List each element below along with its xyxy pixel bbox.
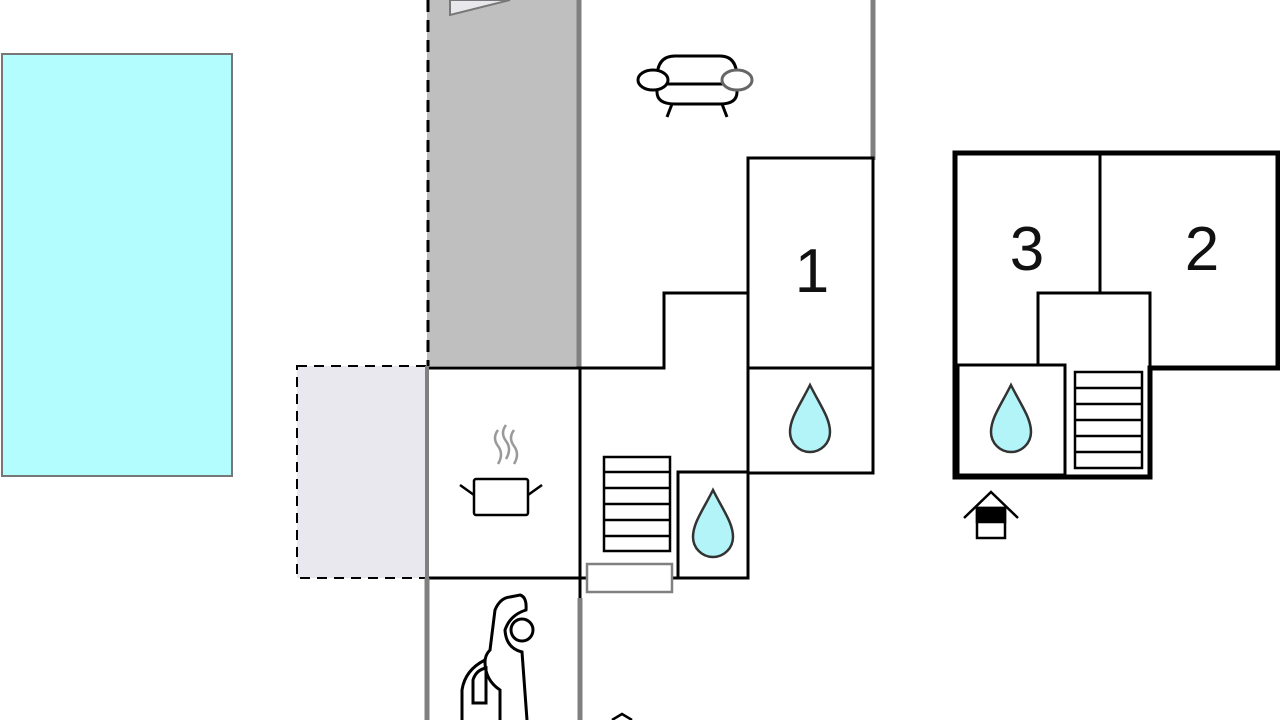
north-arrow-icon bbox=[611, 712, 633, 720]
stairs-icon bbox=[1073, 370, 1144, 470]
stairs-icon bbox=[602, 455, 672, 553]
wall bbox=[1036, 291, 1152, 368]
covered-terrace bbox=[427, 0, 579, 366]
water-drop-icon bbox=[989, 382, 1033, 454]
entrance-door bbox=[585, 562, 674, 594]
sofa-icon bbox=[636, 54, 754, 118]
outdoor-area bbox=[296, 365, 428, 579]
water-drop-icon bbox=[788, 382, 832, 454]
water-drop-icon bbox=[691, 487, 735, 559]
kitchen bbox=[425, 366, 582, 580]
entrance-icon bbox=[963, 490, 1019, 540]
terrace-furniture bbox=[449, 0, 511, 17]
kitchen-pot-icon bbox=[459, 424, 543, 517]
wall bbox=[580, 291, 748, 370]
bedroom-1-label: 1 bbox=[795, 237, 829, 306]
bedroom-2-label: 2 bbox=[1185, 215, 1219, 284]
pool bbox=[1, 53, 233, 477]
bedroom-3-label: 3 bbox=[1010, 215, 1044, 284]
car-icon bbox=[460, 593, 535, 720]
